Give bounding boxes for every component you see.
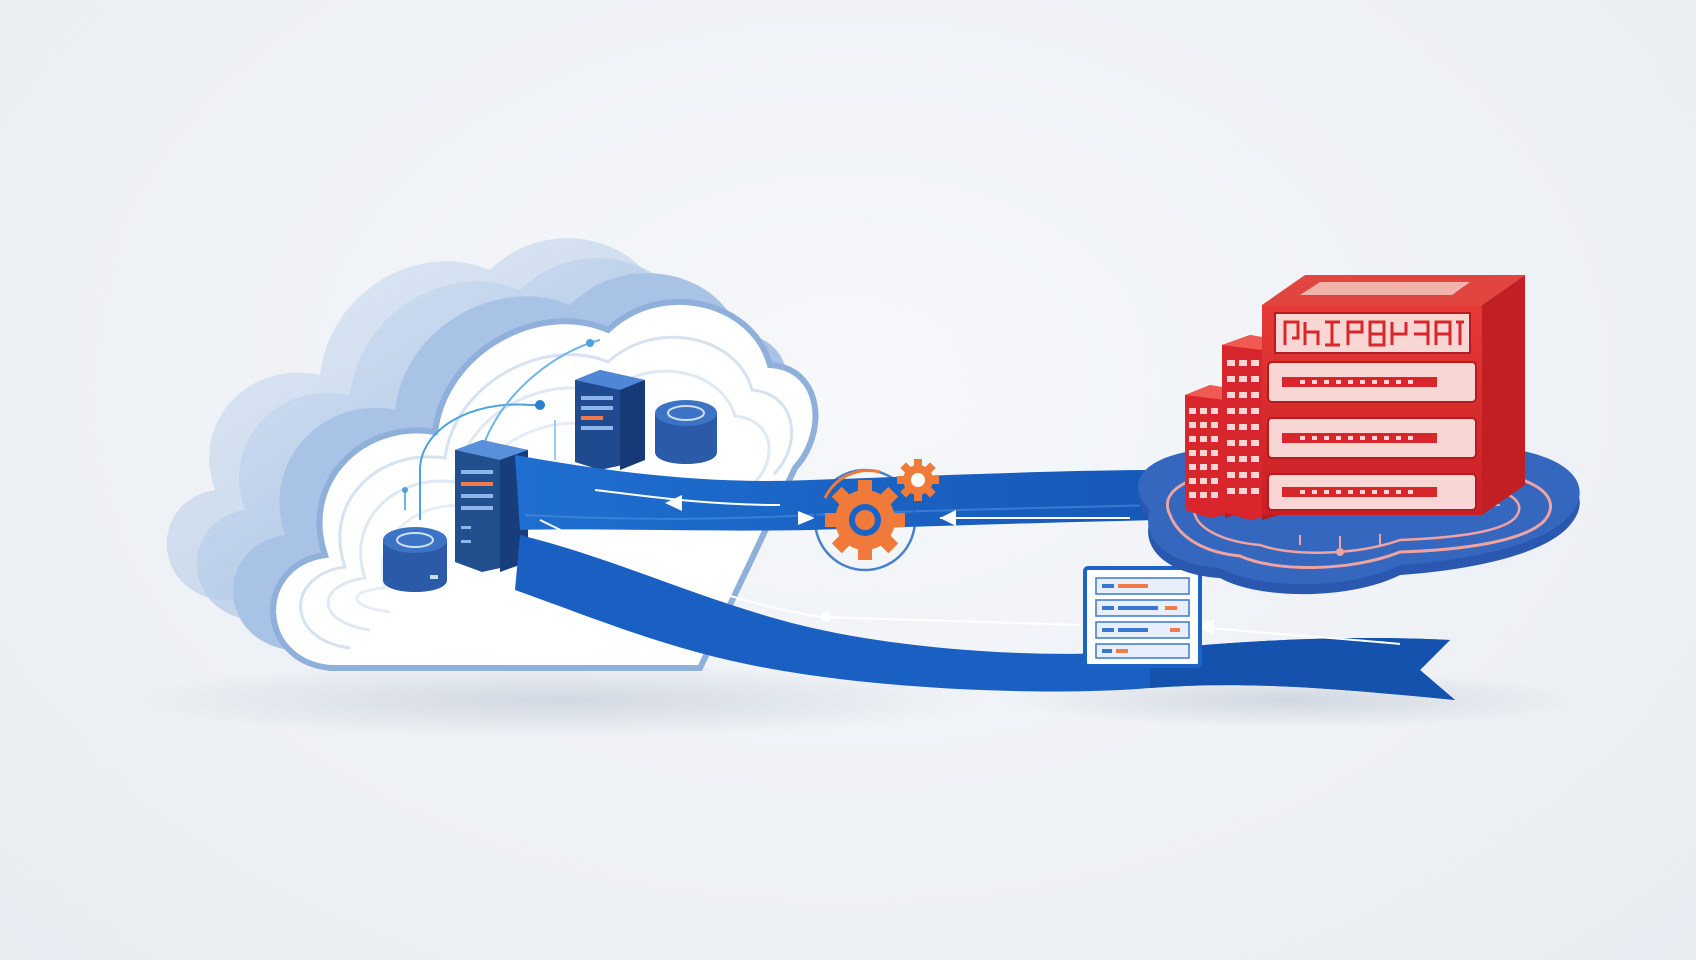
- rack-unit: [1267, 417, 1477, 459]
- database-icon: [383, 527, 447, 592]
- rack-unit: [1267, 473, 1477, 511]
- ground-shadow: [130, 662, 990, 738]
- rack-unit: [1267, 361, 1477, 403]
- arrow-icon: [665, 495, 682, 511]
- gear-icon: [813, 468, 917, 572]
- flow-node-dot: [821, 612, 831, 622]
- arrow-icon: [940, 510, 956, 526]
- server-rack-panel-icon: [1083, 566, 1202, 668]
- gear-icon: [897, 459, 939, 501]
- arrow-icon: [1198, 619, 1214, 635]
- datacenter-server-block: [1262, 275, 1525, 515]
- arrow-icon: [798, 511, 815, 525]
- database-icon: [655, 400, 717, 464]
- server-tower-icon: [575, 370, 645, 470]
